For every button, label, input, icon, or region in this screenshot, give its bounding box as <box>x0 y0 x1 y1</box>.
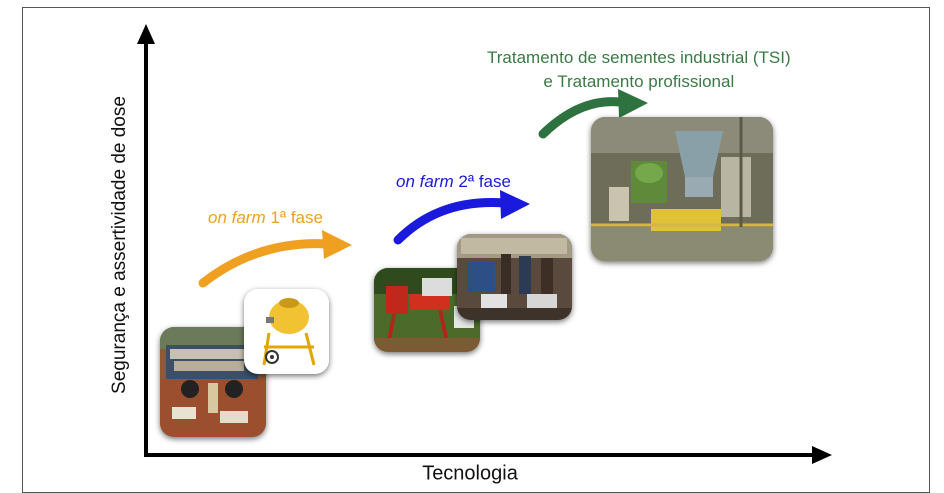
phase-3-arrow <box>538 97 625 139</box>
phase-2-rest: 2ª fase <box>453 172 511 191</box>
phase-2-arrowhead <box>500 190 530 219</box>
phase-1-italic: on farm <box>208 208 266 227</box>
phase-2-label: on farm 2ª fase <box>396 172 511 192</box>
phase-3-line1: Tratamento de sementes industrial (TSI) <box>487 48 791 67</box>
photo-workers-with-bags <box>457 234 572 320</box>
phase-2-italic: on farm <box>396 172 454 191</box>
photo-concrete-mixer <box>244 289 329 374</box>
phase-3-label: Tratamento de sementes industrial (TSI) … <box>487 46 791 94</box>
phase-1-arrow <box>198 239 333 288</box>
phase-3-line2: e Tratamento profissional <box>543 72 735 91</box>
phase-1-arrowhead <box>322 230 352 259</box>
x-axis-arrowhead <box>812 446 832 464</box>
y-axis-arrowhead <box>137 24 155 44</box>
phase-1-rest: 1ª fase <box>265 208 323 227</box>
photo-industrial-plant <box>591 117 773 261</box>
phase-3-arrowhead <box>618 89 648 118</box>
y-axis-label: Segurança e assertividade de dose <box>109 96 130 394</box>
phase-2-arrow <box>393 197 510 245</box>
x-axis-label: Tecnologia <box>422 462 518 485</box>
phase-1-label: on farm 1ª fase <box>208 208 323 228</box>
